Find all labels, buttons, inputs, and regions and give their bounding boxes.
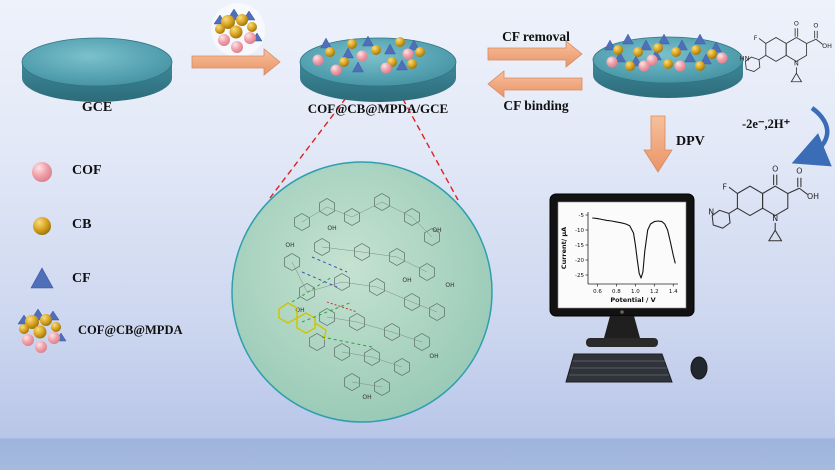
disc3-particles: [604, 33, 728, 72]
monitor-base: [586, 338, 658, 347]
svg-text:1.0: 1.0: [631, 289, 640, 295]
svg-text:-15: -15: [575, 243, 584, 249]
cf-removal-arrow: [487, 40, 583, 68]
svg-text:OH: OH: [432, 227, 441, 234]
legend-label-cb: CB: [72, 217, 92, 232]
legend-label-cf: CF: [72, 271, 91, 286]
cf-binding-label: CF binding: [503, 98, 569, 113]
pi-stack-dashed-blue: [301, 271, 338, 288]
svg-text:Current/ µA: Current/ µA: [560, 227, 568, 269]
atom-label-n: N: [794, 60, 799, 68]
atom-label-o: O: [796, 167, 802, 176]
atom-label-oh: OH: [822, 42, 832, 50]
cf-removal-label: CF removal: [502, 29, 570, 44]
h-bond-dashed-green: [301, 301, 353, 323]
modification-arrow: [191, 48, 281, 76]
atom-label-o: O: [794, 20, 799, 28]
h-bond-dashed-green: [321, 336, 373, 348]
cf-triangle-icon: [30, 267, 54, 289]
atom-label-n-blue: N: [708, 208, 714, 217]
dpv-label: DPV: [676, 134, 705, 149]
interaction-zoom-circle: OH OH OH OH OH OH OH OH: [231, 161, 493, 423]
cb-sphere-icon: [33, 217, 51, 235]
molecular-network: OH OH OH OH OH OH OH OH: [284, 193, 455, 401]
zoom-dashed-line-left: [269, 89, 353, 199]
atom-label-n: N: [772, 214, 778, 223]
monitor-stand: [604, 316, 640, 338]
modified-disc: [299, 35, 457, 102]
gce-label: GCE: [81, 100, 113, 115]
atom-label-f: F: [723, 182, 728, 191]
monitor-screen: [557, 201, 687, 309]
svg-text:1.2: 1.2: [650, 289, 659, 295]
pi-stack-dashed-blue: [311, 256, 348, 273]
zoom-dashed-line-right: [397, 89, 459, 201]
atom-label-o: O: [813, 21, 818, 29]
legend-label-cof: COF: [72, 163, 102, 178]
power-button: [620, 310, 624, 314]
atom-label-f: F: [754, 34, 758, 42]
cf-binding-arrow: [487, 70, 583, 98]
guest-molecule-highlight: [296, 312, 316, 334]
svg-text:1.4: 1.4: [669, 289, 678, 295]
svg-text:-25: -25: [575, 273, 584, 279]
svg-text:OH: OH: [295, 307, 304, 314]
svg-text:-5: -5: [579, 213, 585, 219]
svg-text:Potential / V: Potential / V: [610, 296, 655, 304]
composite-cluster-legend-icon: [17, 308, 67, 354]
atom-label-oh: OH: [807, 192, 819, 201]
mouse: [690, 356, 708, 380]
svg-text:0.8: 0.8: [612, 289, 621, 295]
svg-text:OH: OH: [362, 394, 371, 401]
cf-oxidation-product-structure: F O O OH N N: [708, 164, 819, 242]
disc2-particles: [312, 35, 425, 76]
interaction-dashed-red: [326, 301, 358, 313]
svg-text:OH: OH: [327, 225, 336, 232]
legend-label-composite: COF@CB@MPDA: [78, 323, 183, 337]
svg-text:OH: OH: [285, 242, 294, 249]
svg-text:OH: OH: [402, 277, 411, 284]
dpv-arrow: [643, 115, 673, 173]
zoom-dashed-lines: [269, 89, 459, 201]
sensor-disc: [592, 33, 744, 98]
h-bond-dashed-green: [291, 276, 333, 303]
legend-icons: [17, 162, 67, 354]
svg-text:0.6: 0.6: [593, 289, 602, 295]
svg-text:OH: OH: [445, 282, 454, 289]
cof-sphere-icon: [32, 162, 52, 182]
interaction-marks: [278, 256, 373, 348]
guest-molecule-tail: [314, 322, 327, 341]
svg-text:-10: -10: [575, 228, 584, 234]
svg-text:OH: OH: [429, 353, 438, 360]
atom-label-hn: HN: [740, 55, 750, 63]
modified-electrode-label: COF@CB@MPDA/GCE: [307, 101, 449, 116]
redox-label: -2e⁻,2H⁺: [742, 117, 791, 131]
cf-molecule-structure: F O O OH N HN: [740, 20, 832, 83]
gce-disc: [21, 37, 173, 102]
svg-text:-20: -20: [575, 258, 584, 264]
redox-curved-arrow: [791, 106, 832, 167]
atom-label-o: O: [772, 164, 778, 173]
